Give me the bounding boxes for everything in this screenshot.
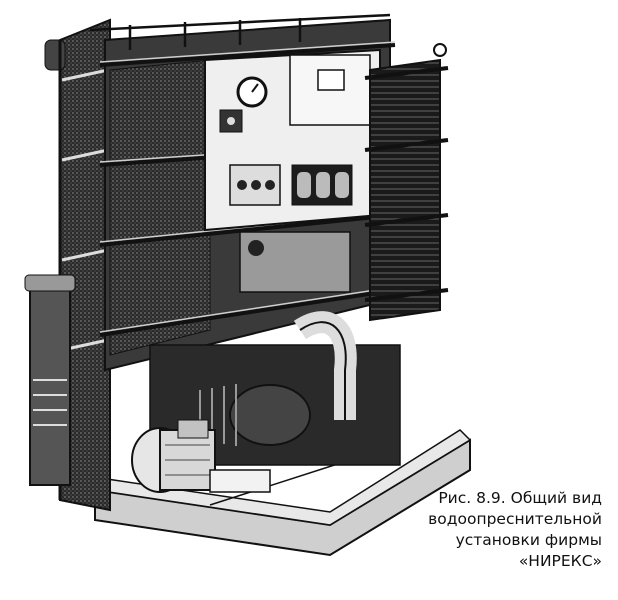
electric-motor [131,419,216,493]
caption-line-3: установки фирмы «НИРЕКС» [455,531,602,570]
control-panel [204,48,381,293]
caption-line-1: Рис. 8.9. Общий вид [438,489,602,507]
figure-caption: Рис. 8.9. Общий вид водоопреснительной у… [372,488,602,572]
meter-icon [317,69,345,91]
left-vessel [24,274,76,486]
right-heat-exchanger [364,43,449,322]
drain-tray [209,469,271,493]
switch-row [229,164,353,206]
caption-line-2: водоопреснительной [428,510,602,528]
